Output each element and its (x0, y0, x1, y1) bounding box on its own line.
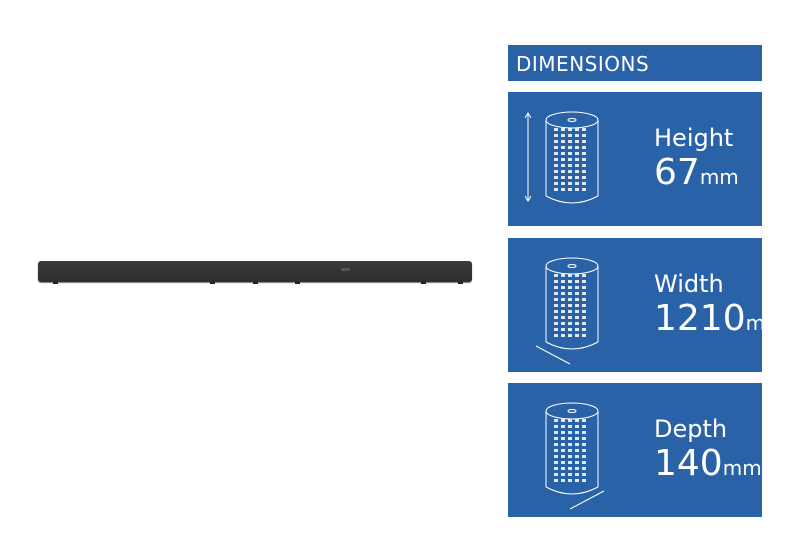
soundbar-foot (421, 282, 426, 284)
dimension-panel-width: Width 1210mm (508, 238, 785, 372)
dimension-unit: mm (699, 165, 739, 189)
soundbar-foot (295, 282, 300, 284)
dimension-number: 1210 (654, 298, 746, 339)
dimensions-header: DIMENSIONS (508, 45, 762, 81)
soundbar-logo (341, 268, 350, 271)
dimension-value: 140mm (654, 443, 762, 484)
dimension-label: Width (654, 270, 724, 298)
soundbar-foot (253, 282, 258, 284)
speaker-dimension-icon (535, 257, 599, 365)
dimension-number: 67 (654, 152, 700, 193)
soundbar-foot (210, 282, 215, 284)
speaker-dimension-icon (524, 111, 599, 204)
dimension-value: 67mm (654, 152, 739, 193)
soundbar-foot (53, 282, 58, 284)
dimension-label: Height (654, 124, 734, 152)
dimension-panel-height: Height 67mm (508, 92, 762, 226)
soundbar-foot (458, 282, 463, 284)
dimension-value: 1210mm (654, 298, 785, 339)
soundbar-image (38, 261, 472, 284)
dimension-unit: mm (745, 311, 785, 335)
dimension-unit: mm (722, 456, 762, 480)
dimension-panel-depth: Depth 140mm (508, 383, 762, 517)
speaker-dimension-icon (545, 402, 605, 510)
dimension-number: 140 (654, 443, 723, 484)
dimension-label: Depth (654, 415, 728, 443)
